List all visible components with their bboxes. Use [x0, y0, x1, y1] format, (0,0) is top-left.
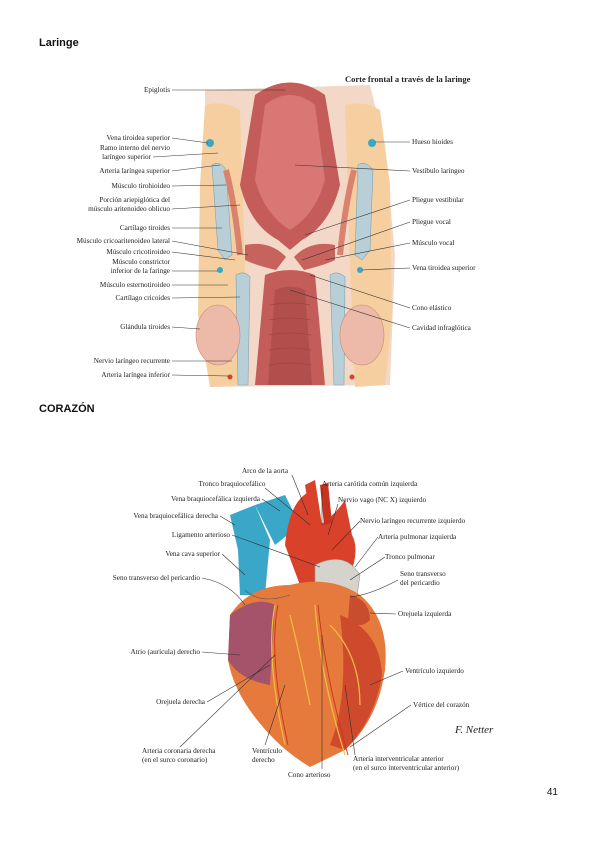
label-ventriculo-izquierdo: Ventrículo izquierdo [405, 667, 464, 675]
larynx-right-labels: Hueso hioides Vestíbulo laríngeo Pliegue… [289, 138, 476, 332]
label-epiglotis: Epiglotis [144, 86, 170, 94]
label-cartilago-cricoides: Cartílago cricoides [116, 294, 171, 302]
label-tronco-pulmonar: Tronco pulmonar [385, 553, 435, 561]
label-atrio-derecho: Atrio (aurícula) derecho [131, 648, 201, 656]
larynx-illustration [195, 82, 395, 388]
label-orejuela-derecha: Orejuela derecha [156, 698, 206, 706]
label-vena-tiroidea-superior-right: Vena tiroidea superior [412, 264, 476, 272]
netter-signature: F. Netter [454, 724, 494, 736]
label-arteria-laringea-superior: Arteria laríngea superior [99, 167, 170, 175]
label-cartilago-tiroides: Cartílago tiroides [120, 224, 170, 232]
label-constrictor-2: inferior de la faringe [111, 267, 170, 275]
label-coronaria-derecha-2: (en el surco coronario) [142, 756, 208, 764]
label-nervio-vago: Nervio vago (NC X) izquierdo [338, 496, 427, 504]
label-arteria-pulmonar-izquierda: Arteria pulmonar izquierda [378, 533, 457, 541]
label-pliegue-vestibular: Pliegue vestibular [412, 196, 464, 204]
heart-right-labels: Nervio vago (NC X) izquierdo Nervio larí… [327, 496, 470, 748]
label-constrictor-1: Músculo constrictor [112, 258, 170, 266]
label-musculo-vocal: Músculo vocal [412, 239, 455, 247]
label-carotida-comun-izquierda: Arteria carótida común izquierda [322, 480, 418, 488]
label-tronco-braquiocefalico: Tronco braquiocefálico [199, 480, 266, 488]
label-braquiocefalica-izquierda: Vena braquiocefálica izquierda [171, 495, 261, 503]
heart-left-labels: Vena braquiocefálica izquierda Vena braq… [113, 495, 321, 706]
label-esternotiroideo: Músculo esternotiroideo [100, 281, 170, 289]
larynx-section-title: Laringe [39, 37, 79, 49]
label-glandula-tiroides: Glándula tiroides [120, 323, 170, 331]
label-seno-transverso-2: del pericardio [400, 579, 440, 587]
page-number: 41 [546, 787, 558, 798]
heart-top-labels: Arco de la aorta Tronco braquiocefálico … [199, 467, 418, 526]
label-ligamento-arterioso: Ligamento arterioso [172, 531, 230, 539]
label-nervio-laringeo-recurrente: Nervio laríngeo recurrente izquierdo [360, 517, 466, 525]
label-braquiocefalica-derecha: Vena braquiocefálica derecha [133, 512, 218, 520]
heart-section-title: CORAZÓN [39, 403, 95, 415]
label-cono-elastico: Cono elástico [412, 304, 452, 312]
label-vena-tiroidea-superior-left: Vena tiroidea superior [107, 134, 171, 142]
label-cricoaritenoideo-lateral: Músculo cricoaritenoideo lateral [77, 237, 170, 245]
label-cavidad-infraglotica: Cavidad infraglótica [412, 324, 472, 332]
label-hueso-hioides: Hueso hioides [412, 138, 453, 146]
label-ventriculo-derecho-1: Ventrículo [252, 747, 282, 755]
label-arco-aorta: Arco de la aorta [242, 467, 289, 475]
label-pliegue-vocal: Pliegue vocal [412, 218, 451, 226]
label-nervio-laringeo-recurrente: Nervio laríngeo recurrente [94, 357, 170, 365]
larynx-figure-title: Corte frontal a través de la laringe [345, 74, 471, 84]
label-porcion-ariepiglotica-2: músculo aritenoideo oblicuo [88, 205, 170, 213]
label-vertice-corazon: Vértice del corazón [413, 701, 470, 709]
label-coronaria-derecha-1: Arteria coronaria derecha [142, 747, 216, 755]
larynx-left-labels: Epiglotis Vena tiroidea superior Ramo in… [77, 86, 285, 379]
label-musculo-cricotiroideo: Músculo cricotiroideo [106, 248, 170, 256]
label-seno-transverso-left: Seno transverso del pericardio [113, 574, 201, 582]
label-cono-arterioso: Cono arterioso [288, 771, 331, 779]
label-arteria-laringea-inferior: Arteria laríngea inferior [101, 371, 170, 379]
heart-bottom-labels: Arteria coronaria derecha (en el surco c… [142, 635, 460, 779]
label-vena-cava-superior: Vena cava superior [165, 550, 220, 558]
heart-illustration: F. Netter [228, 480, 494, 767]
heart-figure: F. Netter Arco de la aorta Tronco braqui… [113, 467, 494, 779]
label-ramo-interno-1: Ramo interno del nervio [100, 144, 170, 152]
label-porcion-ariepiglotica-1: Porción ariepiglótica del [99, 196, 170, 204]
label-seno-transverso-1: Seno transverso [400, 570, 446, 578]
label-orejuela-izquierda: Orejuela izquierda [398, 610, 452, 618]
larynx-figure: Corte frontal a través de la laringe Epi… [77, 74, 476, 388]
label-vestibulo-laringeo: Vestíbulo laríngeo [412, 167, 465, 175]
label-musculo-tirohioideo: Músculo tirohioideo [112, 182, 171, 190]
label-ventriculo-derecho-2: derecho [252, 756, 275, 764]
label-ramo-interno-2: laríngeo superior [102, 153, 152, 161]
label-interventricular-anterior-1: Arteria interventricular anterior [353, 755, 444, 763]
label-interventricular-anterior-2: (en el surco interventricular anterior) [353, 764, 460, 772]
